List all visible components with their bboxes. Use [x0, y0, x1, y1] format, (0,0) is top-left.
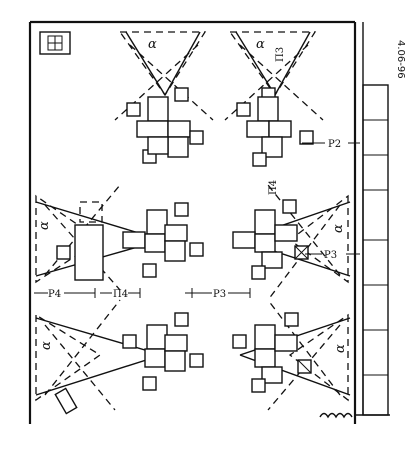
workstation-bottom-left: α: [35, 299, 204, 415]
workstation-middle-right: α П4: [232, 180, 351, 301]
dimension-p2: P2: [302, 139, 360, 150]
angle-label: α: [333, 344, 348, 353]
board-symbol: [39, 31, 71, 55]
workstation-top-right: α П3: [224, 31, 324, 167]
angle-label: α: [148, 37, 157, 52]
angle-label: α: [256, 37, 265, 52]
dim-label-n3: П3: [275, 47, 286, 62]
dim-label-n-vertical: П4: [268, 180, 279, 195]
dimension-row-bottom: P4 П4 P3: [34, 288, 251, 300]
workstation-middle-left: α: [35, 184, 204, 291]
angle-label: α: [39, 341, 54, 350]
dimension-p3-right: P3: [305, 250, 360, 261]
workstation-top-left: α: [114, 31, 214, 164]
dim-label-n4: П4: [113, 289, 128, 300]
window-strip: [362, 84, 389, 416]
figure-number: 4.06-96: [395, 40, 406, 79]
room-walls: [28, 20, 390, 424]
angle-label: α: [37, 221, 52, 230]
dim-label-p3-right: P3: [324, 250, 337, 261]
dim-label-p2: P2: [328, 139, 341, 150]
workstation-bottom-right: α: [232, 299, 351, 411]
radiator-symbol: [319, 412, 353, 419]
dim-label-p3-bottom: P3: [213, 289, 226, 300]
angle-label: α: [331, 224, 346, 233]
dim-label-p4: P4: [48, 289, 61, 300]
